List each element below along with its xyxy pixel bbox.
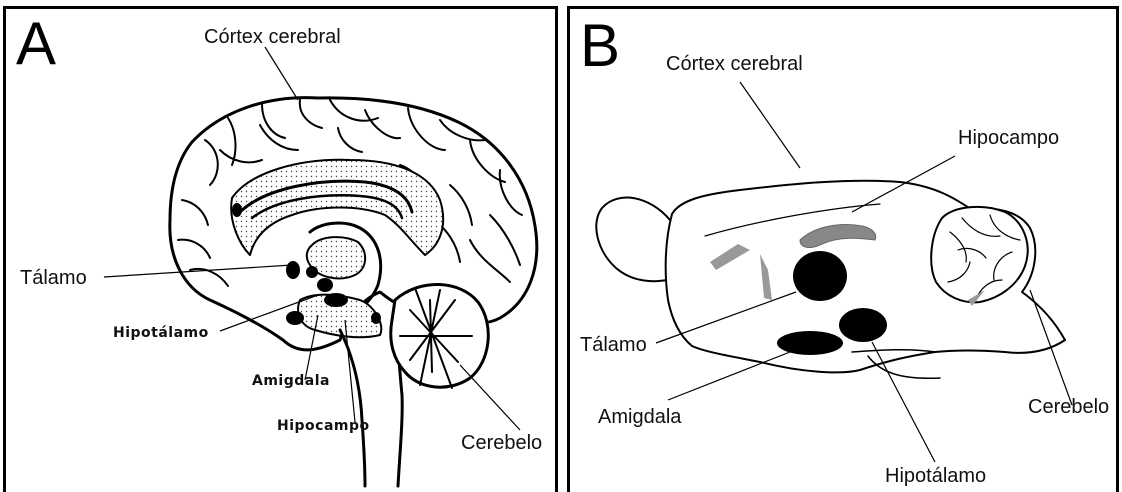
label-a-talamo: Tálamo (20, 267, 87, 289)
label-a-cortex: Córtex cerebral (204, 26, 341, 48)
label-a-hipocampo: Hipocampo (277, 418, 370, 434)
rodent-brain-illustration (596, 181, 1065, 379)
label-a-hipotalamo: Hipotálamo (113, 325, 209, 341)
label-a-amigdala: Amigdala (252, 373, 330, 389)
rodent-thalamus (793, 251, 847, 301)
label-b-talamo: Tálamo (580, 334, 647, 356)
label-b-cortex: Córtex cerebral (666, 53, 803, 75)
label-b-cerebelo: Cerebelo (1028, 396, 1109, 418)
panel-a-letter: A (16, 14, 56, 74)
label-a-cerebelo: Cerebelo (461, 432, 542, 454)
rodent-amygdala (777, 331, 843, 355)
panel-b-letter: B (580, 16, 620, 76)
label-b-hipotalamo: Hipotálamo (885, 465, 986, 487)
label-b-amigdala: Amigdala (598, 406, 681, 428)
rodent-hypothalamus (839, 308, 887, 342)
rodent-olfactory-bulb (596, 198, 675, 282)
label-b-hipocampo: Hipocampo (958, 127, 1059, 149)
